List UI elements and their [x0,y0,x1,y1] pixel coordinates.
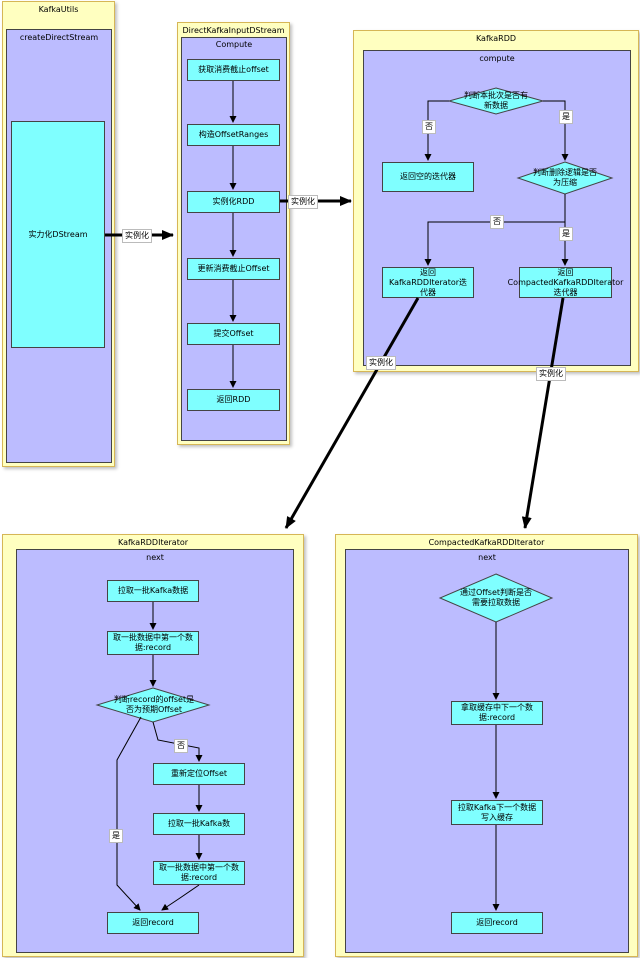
return-kafkarddi-iterator-box[interactable]: 返回KafkaRDDIterator迭代器 [382,267,474,298]
step-commit-offset[interactable]: 提交Offset [187,323,280,345]
step-update-end-offset[interactable]: 更新消费截止Offset [187,258,280,280]
compacted-iterator-title: CompactedKafkaRDDIterator [428,538,545,547]
iter-return-record[interactable]: 返回record [107,912,199,934]
compacted-iterator-next-title: next [478,553,496,562]
kafkardd-title: KafkaRDD [475,34,517,43]
kafkarddi-iterator-next-panel: next [16,549,294,953]
compacted-return-record[interactable]: 返回record [451,912,543,934]
label-instantiate-3: 实例化 [366,356,396,370]
label-no-3: 否 [174,739,188,753]
decision-need-fetch-label: 通过Offset判断是否需要拉取数据 [459,588,533,607]
compacted-take-cached-record[interactable]: 拿取缓存中下一个数据:record [451,701,543,725]
iter-fetch-kafka-batch-2[interactable]: 拉取一批Kafka数 [153,813,245,835]
label-yes-3: 是 [109,829,123,843]
decision-offset-expected-label: 判断record的offset是否为预期Offset [113,695,195,714]
decision-is-compacted-label: 判断删除逻辑是否为压缩 [533,168,597,187]
kafkarddi-iterator-next-title: next [146,553,164,562]
step-get-end-offset[interactable]: 获取消费截止offset [187,59,280,81]
label-instantiate-1: 实例化 [122,229,152,243]
iter-take-first-record[interactable]: 取一批数据中第一个数据:record [107,631,199,655]
step-return-rdd[interactable]: 返回RDD [187,389,280,411]
label-instantiate-2: 实例化 [288,195,318,209]
compacted-fetch-kafka-to-cache[interactable]: 拉取Kafka下一个数据写入缓存 [451,800,543,825]
kafkautils-title: KafkaUtils [38,5,79,14]
iter-take-first-record-2[interactable]: 取一批数据中第一个数据:record [153,861,245,885]
step-instantiate-rdd[interactable]: 实例化RDD [187,191,280,213]
compute-panel: Compute [181,37,287,441]
decision-has-new-data-label: 判断本批次是否有新数据 [464,91,528,110]
step-build-offset-ranges[interactable]: 构造OffsetRanges [187,124,280,146]
iterator-flow-edges [116,602,203,911]
label-no-2: 否 [490,215,504,229]
label-no-1: 否 [422,120,436,134]
kafkardd-compute-title: compute [479,54,515,63]
label-yes-2: 是 [559,227,573,241]
label-instantiate-4: 实例化 [536,367,566,381]
return-empty-iterator-box[interactable]: 返回空的迭代器 [382,162,474,192]
iter-fetch-kafka-batch[interactable]: 拉取一批Kafka数据 [107,580,199,602]
instantiation-edges [105,196,565,529]
compute-title: Compute [215,40,253,49]
instantiate-dstream-box[interactable]: 实力化DStream [11,121,105,348]
direct-dstream-title: DirectKafkaInputDStream [182,26,285,35]
iter-reposition-offset[interactable]: 重新定位Offset [153,763,245,785]
decision-has-new-data[interactable] [447,87,545,115]
return-compacted-iterator-box[interactable]: 返回CompactedKafkaRDDIterator迭代器 [507,267,624,298]
label-yes-1: 是 [559,110,573,124]
kafkarddi-iterator-title: KafkaRDDIterator [117,538,189,547]
create-direct-stream-title: createDirectStream [19,33,99,42]
